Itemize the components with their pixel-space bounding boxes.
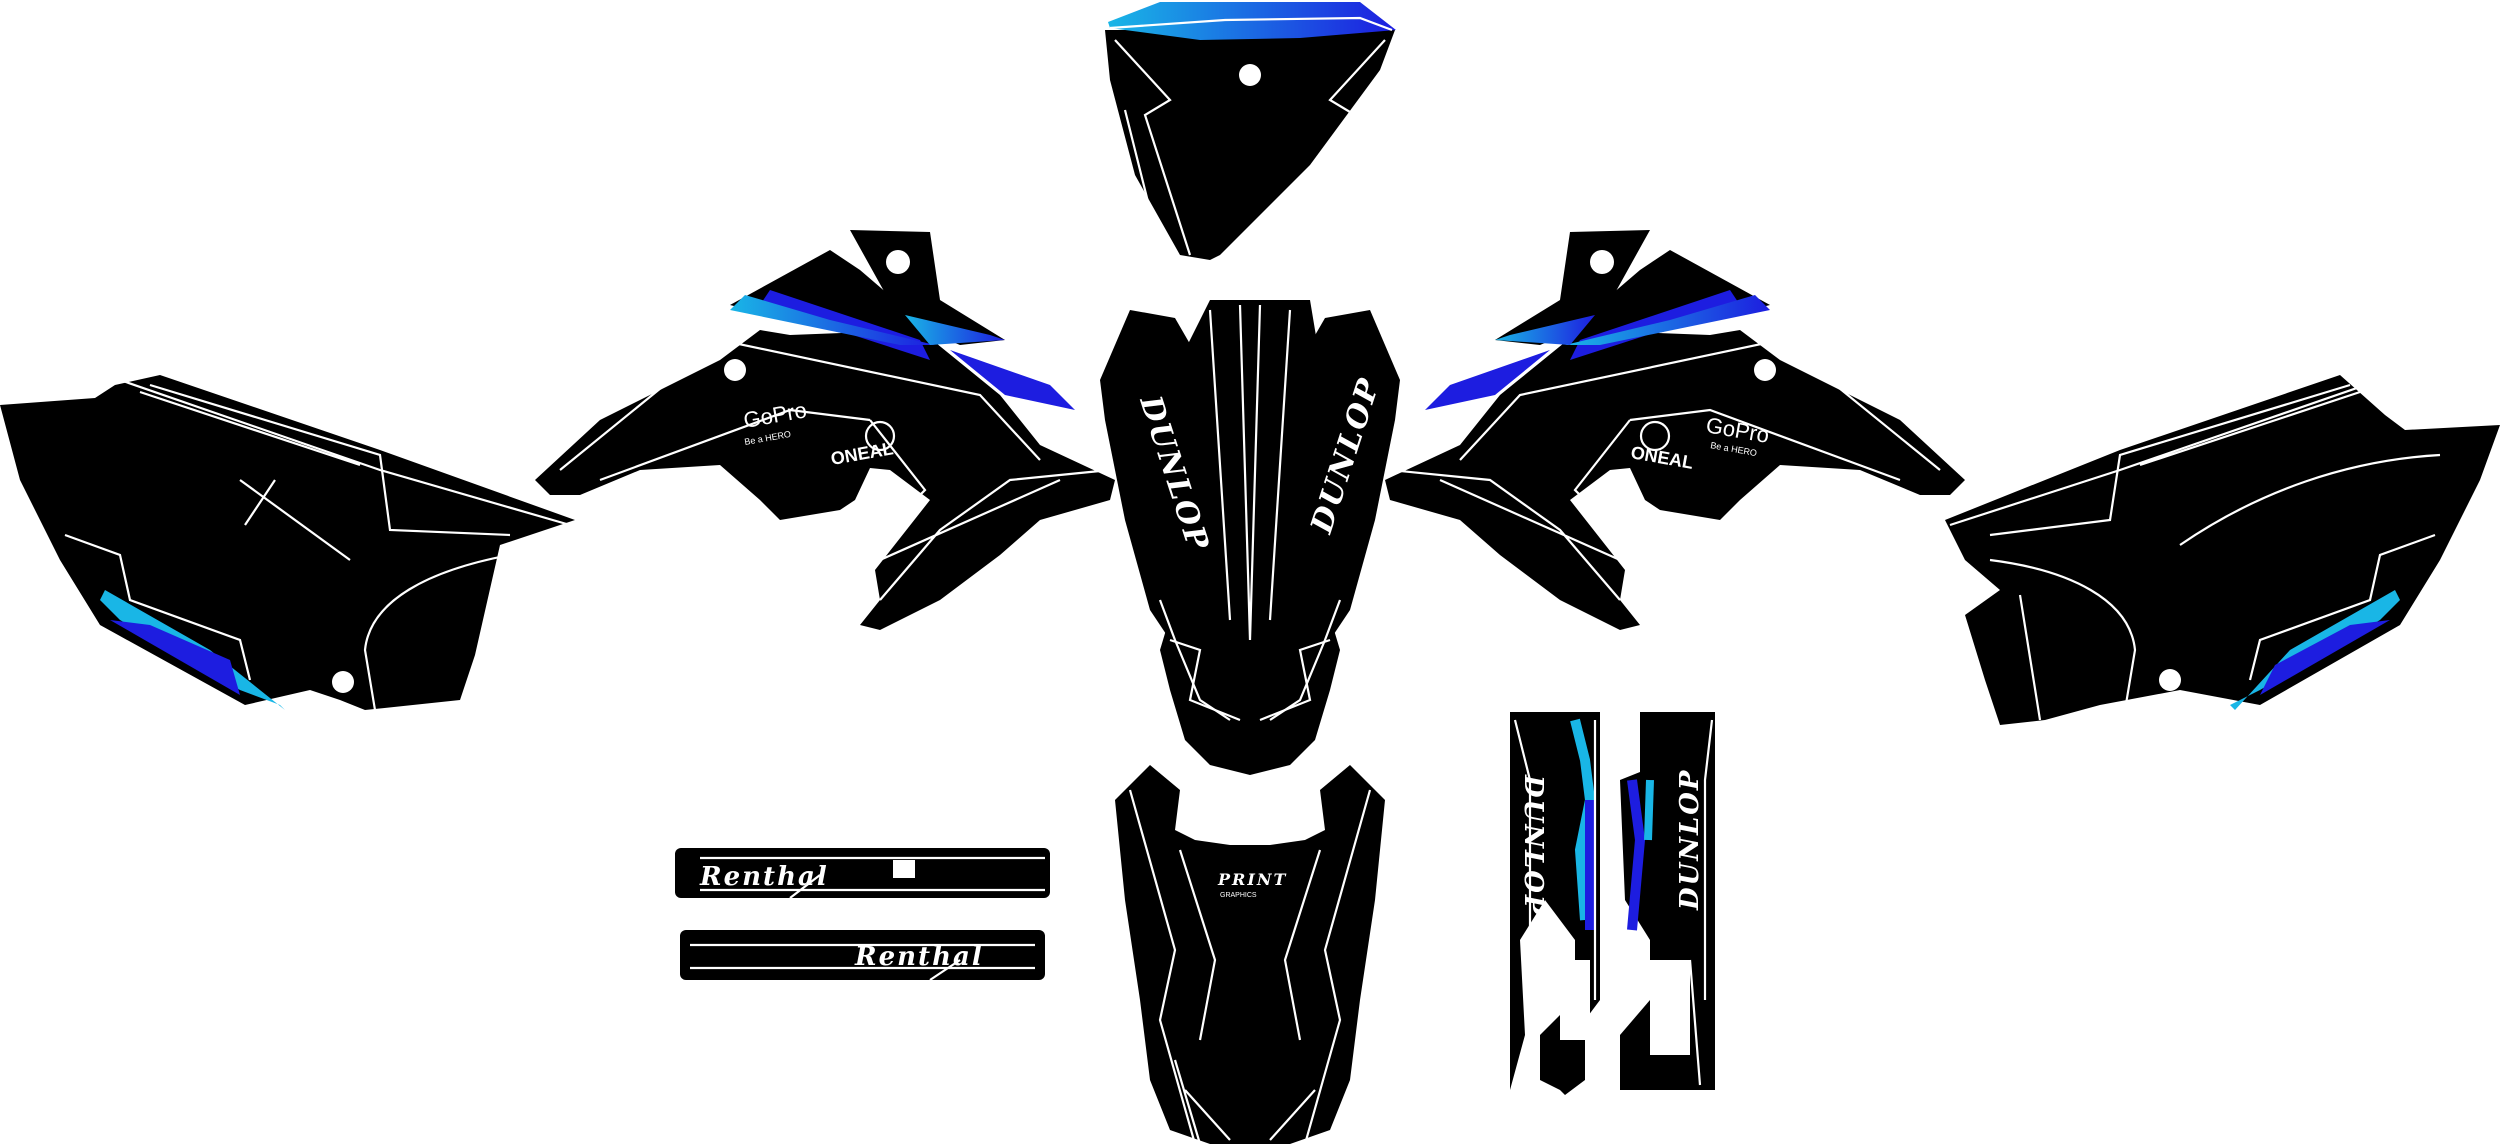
renthal-logo-bottom: Renthal [854,942,984,972]
rear-fender: PRINT GRAPHICS [1115,765,1385,1144]
right-side-panel [1945,375,2500,725]
right-radiator-shroud: GoPro Be a HERO ONEAL [1385,230,1965,630]
left-side-panel [0,375,575,711]
print-logo: PRINT [1217,870,1287,889]
handlebar-pad-top: Renthal [675,848,1050,899]
left-radiator-shroud: GoPro Be a HERO ONEAL [535,230,1115,630]
front-fender: DUNLOP DUNLOP [1100,300,1400,775]
fork-guard-left: DUNLOP [1510,712,1600,1095]
handlebar-pad-bottom: Renthal [680,930,1045,981]
dunlop-fork-right: DUNLOP [1675,769,1705,911]
print-logo-sub: GRAPHICS [1220,892,1257,899]
front-number-plate [1105,2,1396,260]
dunlop-fork-left: DUNLOP [1518,774,1548,916]
renthal-logo-top: Renthal [699,862,829,892]
fork-guard-right: DUNLOP [1620,712,1715,1090]
